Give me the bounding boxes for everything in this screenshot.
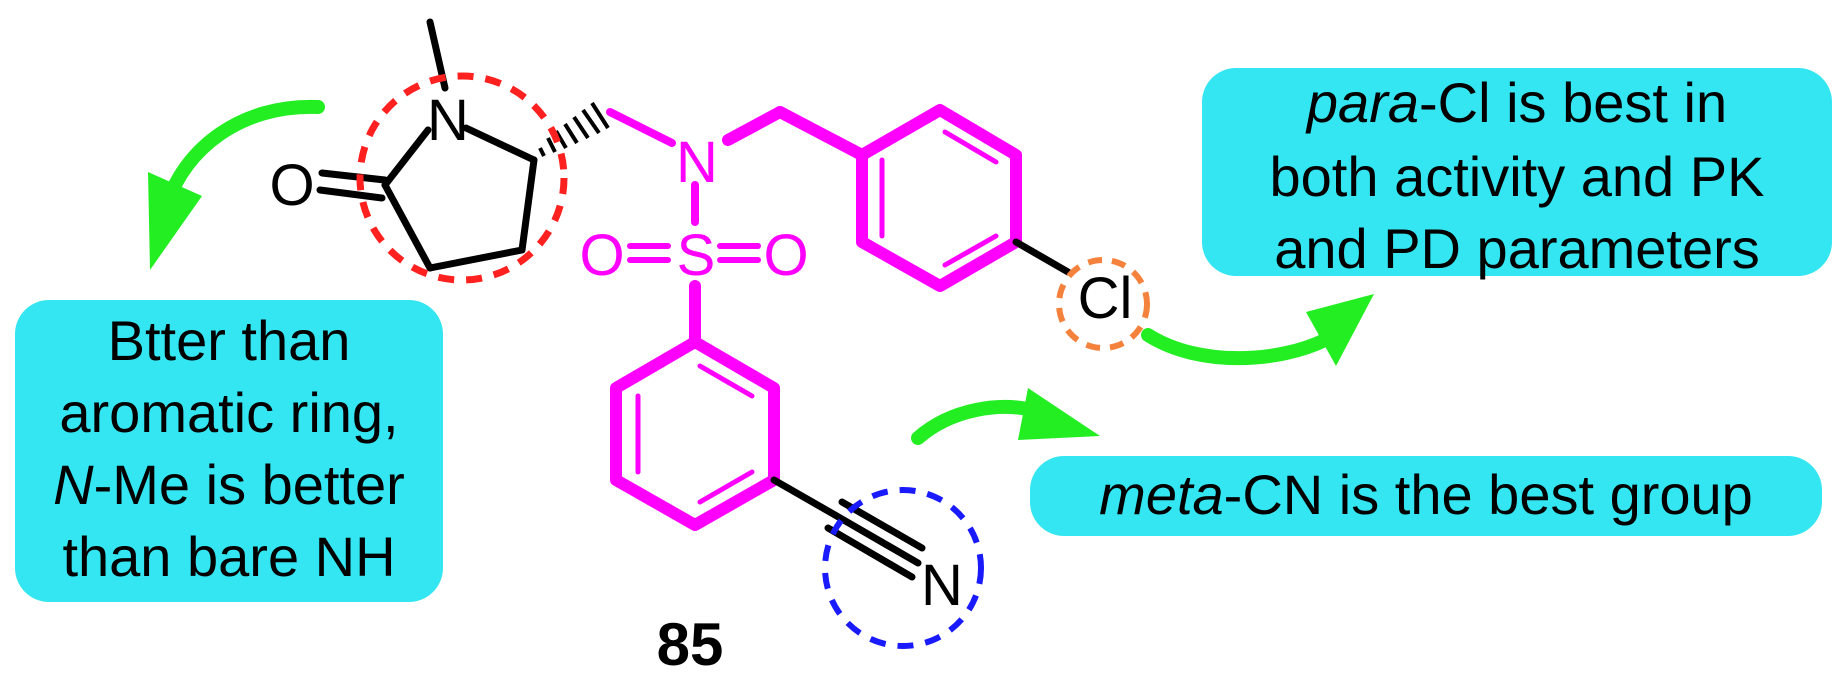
annotation-middle-right-line1-italic: meta xyxy=(1099,463,1224,526)
annotation-left-line3-italic: N xyxy=(53,453,94,516)
hashed-wedge-bond xyxy=(538,101,610,157)
annotation-box-top-right: para-Cl is best in both activity and PK … xyxy=(1202,68,1832,280)
lactam-ring-highlight-circle xyxy=(356,72,568,284)
annotation-top-right-line2: both activity and PK xyxy=(1270,145,1765,208)
curved-arrow-icon xyxy=(911,388,1100,445)
annotation-left-line3-rest: -Me is better xyxy=(94,453,405,516)
atom-n-nitrile: N xyxy=(921,553,963,618)
atom-n-amine: N xyxy=(676,130,718,195)
annotation-middle-right-line1: meta-CN is the best group xyxy=(1099,463,1753,526)
curved-arrow-icon xyxy=(1141,294,1374,366)
annotation-top-right-line1-rest: -Cl is best in xyxy=(1419,71,1727,134)
annotation-left-line3: N-Me is better xyxy=(53,453,405,516)
annotation-top-right-line1: para-Cl is best in xyxy=(1305,71,1727,134)
annotation-middle-right-line1-rest: -CN is the best group xyxy=(1224,463,1753,526)
annotation-left-line4: than bare NH xyxy=(62,525,395,588)
skeleton-bonds xyxy=(316,18,1072,581)
atom-sulfur: S xyxy=(677,223,716,288)
chloro-highlight-circle xyxy=(1056,257,1150,351)
atom-n-lactam: N xyxy=(427,88,469,153)
atom-o-sulfonyl-right: O xyxy=(763,223,808,288)
annotation-top-right-line3: and PD parameters xyxy=(1274,217,1760,280)
atom-chlorine: Cl xyxy=(1078,266,1133,331)
highlighted-fragment xyxy=(606,104,1022,531)
annotation-left-line1: Btter than xyxy=(108,309,351,372)
nitrile-highlight-circle xyxy=(822,487,984,649)
compound-number-label: 85 xyxy=(657,611,724,678)
annotation-left-line2: aromatic ring, xyxy=(59,381,398,444)
atom-o-lactam: O xyxy=(269,153,314,218)
annotation-box-left: Btter than aromatic ring, N-Me is better… xyxy=(15,300,443,602)
curved-arrow-icon xyxy=(148,99,325,270)
annotation-box-middle-right: meta-CN is the best group xyxy=(1030,456,1822,536)
annotation-top-right-line1-italic: para xyxy=(1305,71,1419,134)
atom-labels: N O N S O O Cl N xyxy=(269,88,1132,618)
atom-o-sulfonyl-left: O xyxy=(579,223,624,288)
